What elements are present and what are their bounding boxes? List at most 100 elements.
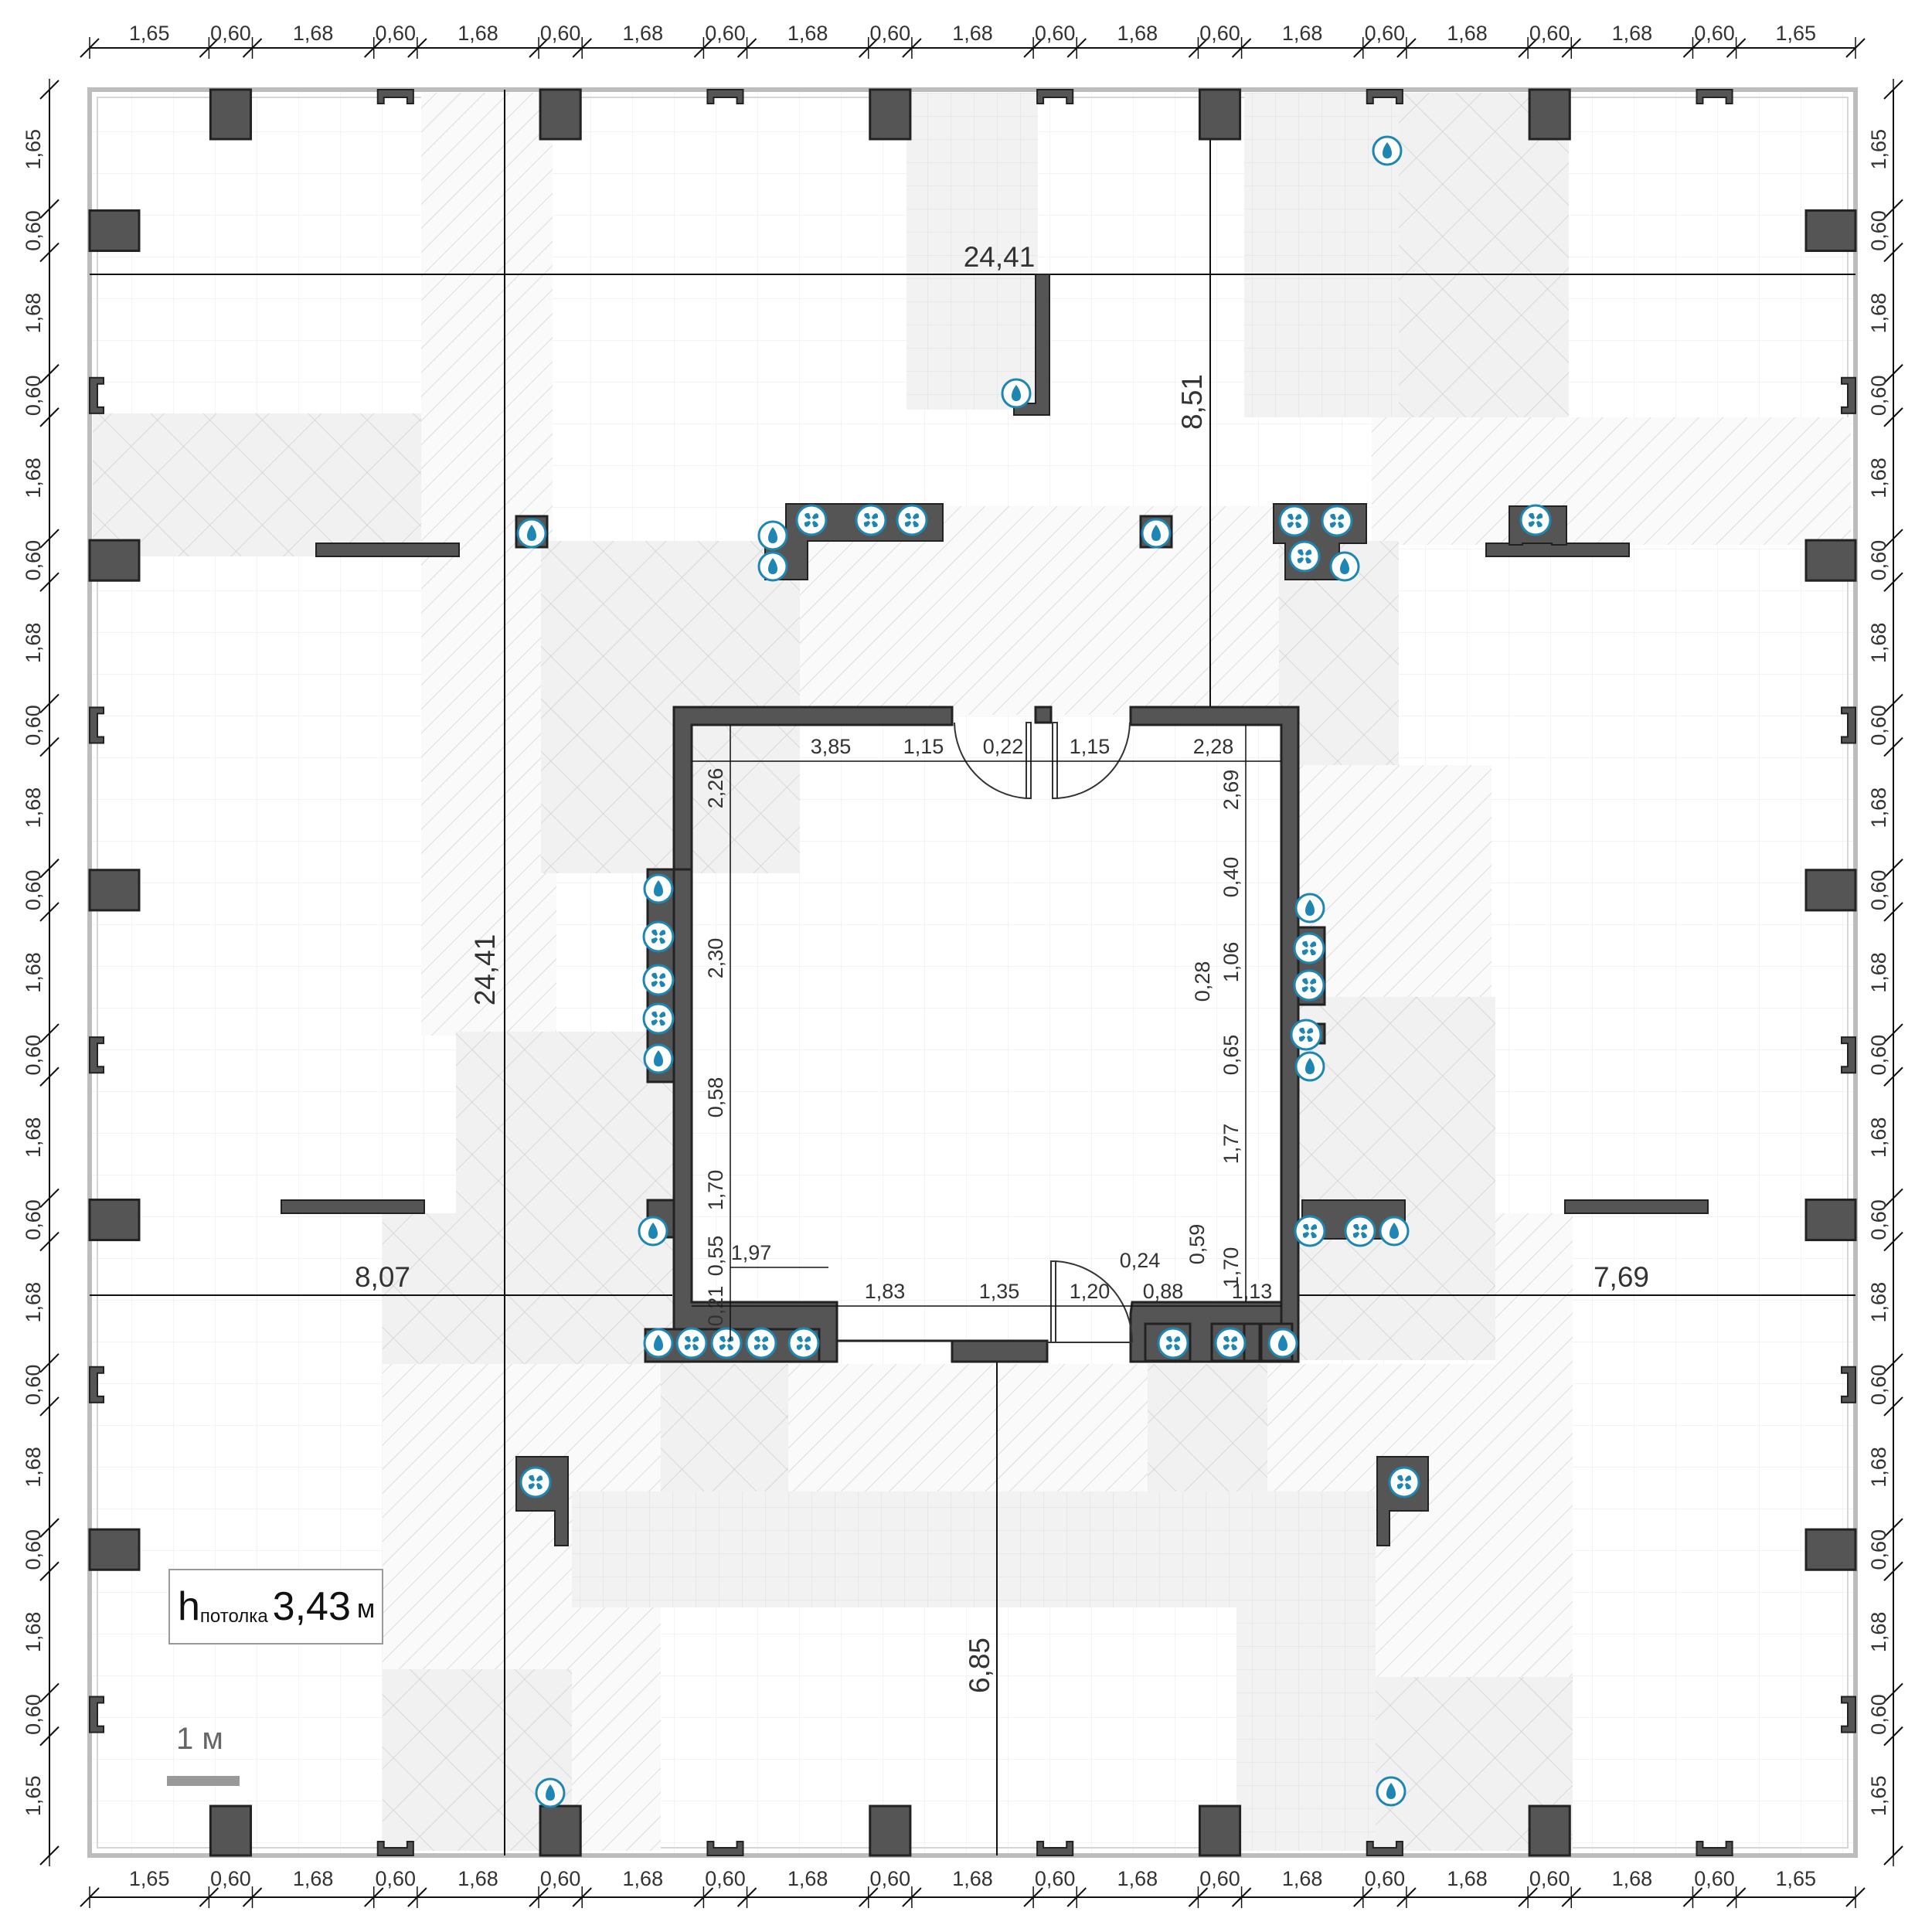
- partition: [315, 543, 460, 557]
- top-dimension-label: 0,60: [1035, 22, 1076, 45]
- ventilation-fan-icon: [642, 964, 675, 996]
- right-dimension-label: 1,68: [1867, 457, 1890, 498]
- zone-hatch: [456, 537, 556, 1032]
- door-swing: [1056, 722, 1131, 799]
- ventilation-fan-icon: [710, 1327, 743, 1359]
- right-dimension-label: 0,60: [1867, 1199, 1890, 1240]
- top-dimension-label: 1,68: [1282, 22, 1323, 45]
- right-dimension-label: 1,68: [1867, 1612, 1890, 1653]
- ventilation-fan-icon: [519, 1466, 552, 1498]
- bottom-dimension-label: 1,68: [457, 1867, 498, 1890]
- bottom-dimension-label: 1,68: [952, 1867, 993, 1890]
- ventilation-fan-icon: [1157, 1327, 1189, 1359]
- column: [88, 539, 141, 582]
- left-dimension-label: 1,68: [22, 1612, 45, 1653]
- left-dimension-label: 0,60: [22, 376, 45, 417]
- column-bracket: [376, 89, 414, 104]
- ventilation-fan-icon: [896, 504, 928, 536]
- zone-tiles: [572, 1492, 1376, 1607]
- column: [1804, 1198, 1857, 1242]
- bottom-dimension-label: 0,60: [1199, 1867, 1240, 1890]
- column-bracket: [89, 1366, 104, 1403]
- bottom-dimension-label: 1,68: [623, 1867, 664, 1890]
- ventilation-fan-icon: [1321, 505, 1353, 537]
- ventilation-fan-icon: [745, 1327, 777, 1359]
- right-dimension-label: 1,65: [1867, 1776, 1890, 1817]
- left-dimension-label: 0,60: [22, 1365, 45, 1406]
- ventilation-fan-icon: [1293, 932, 1325, 964]
- column-bracket: [1036, 1841, 1074, 1856]
- top-dimension-label: 0,60: [870, 22, 911, 45]
- bottom-dimension-label: 1,68: [1282, 1867, 1323, 1890]
- core-bottom-dimension: 0,24: [1120, 1249, 1161, 1272]
- left-dimension-label: 1,68: [22, 623, 45, 664]
- left-dimension-label: 1,68: [22, 1447, 45, 1488]
- bottom-dimension-label: 0,60: [1529, 1867, 1570, 1890]
- zone-hatch: [1298, 765, 1492, 997]
- water-drop-icon: [1379, 1216, 1410, 1247]
- ventilation-fan-icon: [1519, 504, 1552, 536]
- top-dimension-label: 1,68: [952, 22, 993, 45]
- riser-box: [1243, 1322, 1261, 1362]
- column-bracket: [89, 1696, 104, 1733]
- water-drop-icon: [1141, 518, 1172, 549]
- top-dimension-label: 1,68: [1612, 22, 1653, 45]
- core-right-dimension: 0,59: [1185, 1224, 1209, 1265]
- ceiling-unit: м: [356, 1594, 376, 1624]
- ventilation-fan-icon: [1288, 540, 1321, 573]
- door-leaf: [1026, 722, 1032, 799]
- column-bracket: [1696, 89, 1733, 104]
- right-dimension-label: 0,60: [1867, 1365, 1890, 1406]
- column-bracket: [89, 706, 104, 744]
- column-bracket: [1841, 376, 1856, 414]
- ventilation-fan-icon: [1293, 969, 1325, 1002]
- ventilation-fan-icon: [675, 1327, 708, 1359]
- ventilation-fan-icon: [855, 504, 887, 536]
- column-bracket: [89, 376, 104, 414]
- zone-tiles: [906, 93, 1038, 410]
- core-right-dimension: 1,77: [1219, 1124, 1243, 1165]
- bottom-dimension-label: 0,60: [705, 1867, 746, 1890]
- core-top-dimension: 1,15: [903, 735, 944, 758]
- right-dimension-label: 0,60: [1867, 1694, 1890, 1735]
- column: [1198, 1804, 1242, 1857]
- left-dimension-label: 1,68: [22, 787, 45, 828]
- column: [1804, 1528, 1857, 1571]
- top-dimension-label: 0,60: [210, 22, 251, 45]
- left-dimension-label: 1,65: [22, 1776, 45, 1817]
- core-wall: [672, 868, 1049, 1363]
- core-left-dimension: 0,55: [704, 1236, 727, 1277]
- ventilation-fan-icon: [1290, 1019, 1322, 1051]
- column-bracket: [1841, 706, 1856, 744]
- left-dimension-label: 0,60: [22, 210, 45, 251]
- column: [88, 1198, 141, 1242]
- ventilation-fan-icon: [1344, 1215, 1376, 1247]
- right-dimension-label: 0,60: [1867, 376, 1890, 417]
- core-bottom-dimension: 1,83: [865, 1280, 906, 1303]
- top-dimension-label: 1,65: [129, 22, 170, 45]
- top-dimension-label: 0,60: [1694, 22, 1735, 45]
- zone-cross: [1148, 1364, 1267, 1492]
- water-drop-icon: [643, 1043, 674, 1074]
- top-dimension-label: 1,68: [1447, 22, 1488, 45]
- perimeter-columns: [88, 88, 1857, 1857]
- water-drop-icon: [643, 1328, 674, 1359]
- column-bracket: [706, 1841, 744, 1856]
- water-drop-icon: [1294, 1051, 1325, 1082]
- ventilation-fan-icon: [1388, 1466, 1420, 1498]
- dimension-ticks: [39, 37, 1903, 1908]
- right-dimension-label: 0,60: [1867, 705, 1890, 746]
- left-dimension-label: 0,60: [22, 1694, 45, 1735]
- door-swing: [1055, 1260, 1134, 1343]
- zone-hatch: [1495, 1213, 1573, 1364]
- top-dimension-label: 1,68: [457, 22, 498, 45]
- column-bracket: [1841, 1366, 1856, 1403]
- core-bottom-dimension: 0,88: [1143, 1280, 1184, 1303]
- right-dimension-label: 0,60: [1867, 1529, 1890, 1570]
- left-dimension-label: 0,60: [22, 1035, 45, 1076]
- partition: [281, 1199, 425, 1214]
- left-dimension-label: 1,65: [22, 129, 45, 170]
- left-dimension-label: 0,60: [22, 705, 45, 746]
- zone-tiles: [1236, 1607, 1376, 1851]
- water-drop-icon: [1267, 1328, 1298, 1359]
